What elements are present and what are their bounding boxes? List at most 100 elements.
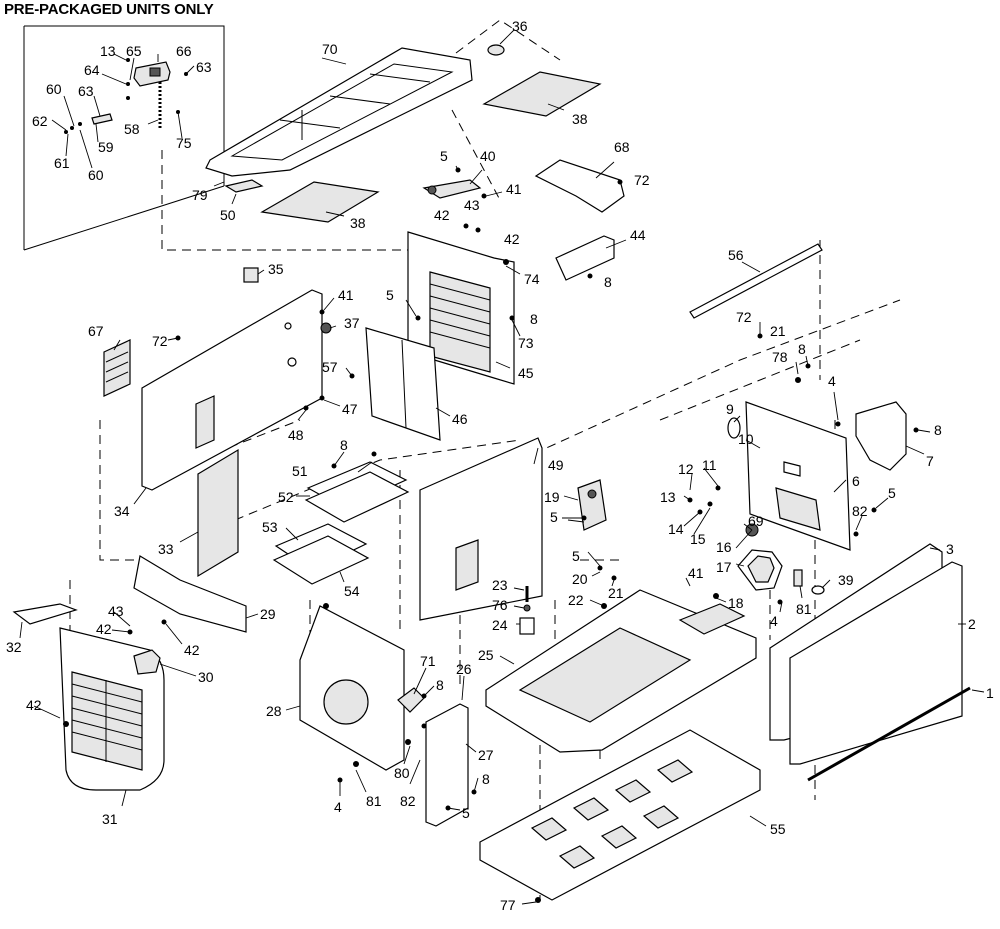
callout: 5 — [462, 805, 470, 821]
callout: 40 — [480, 148, 496, 164]
callout: 70 — [322, 41, 338, 57]
callout: 57 — [322, 359, 338, 375]
part-35-clip — [243, 267, 259, 283]
callout: 82 — [400, 793, 416, 809]
callout: 51 — [292, 463, 308, 479]
callout: 12 — [678, 461, 694, 477]
callout: 8 — [436, 677, 444, 693]
callout: 5 — [386, 287, 394, 303]
part-25-base — [485, 589, 757, 753]
callout: 42 — [96, 621, 112, 637]
part-45-door — [407, 231, 515, 385]
callout: 8 — [934, 422, 942, 438]
inset-callout: 63 — [196, 59, 212, 75]
callout: 52 — [278, 489, 294, 505]
callout: 21 — [770, 323, 786, 339]
diagram-header: PRE-PACKAGED UNITS ONLY — [4, 1, 214, 18]
callout: 25 — [478, 647, 494, 663]
callout: 8 — [482, 771, 490, 787]
inset-callout: 66 — [176, 43, 192, 59]
inset-callout: 61 — [54, 155, 70, 171]
callout: 42 — [184, 642, 200, 658]
callout: 14 — [668, 521, 684, 537]
inset-callout: 59 — [98, 139, 114, 155]
inset-callout: 64 — [84, 62, 100, 78]
callout: 81 — [796, 601, 812, 617]
callout: 56 — [728, 247, 744, 263]
callout: 42 — [434, 207, 450, 223]
callout: 43 — [108, 603, 124, 619]
part-2-panel — [789, 561, 963, 765]
callout: 9 — [726, 401, 734, 417]
part-39-cap — [811, 585, 825, 595]
inset-callout: 60 — [88, 167, 104, 183]
callout: 44 — [630, 227, 646, 243]
callout: 72 — [736, 309, 752, 325]
callout: 3 — [946, 541, 954, 557]
inset-callout: 60 — [46, 81, 62, 97]
callout: 11 — [702, 457, 717, 473]
callout: 42 — [504, 231, 520, 247]
callout: 7 — [926, 453, 934, 469]
callout: 8 — [530, 311, 538, 327]
callout: 23 — [492, 577, 508, 593]
part-29-skirt — [133, 555, 247, 633]
callout: 71 — [420, 653, 436, 669]
callout: 41 — [506, 181, 522, 197]
callout: 67 — [88, 323, 104, 339]
callout: 49 — [548, 457, 564, 473]
callout: 72 — [152, 333, 168, 349]
part-52-plate — [304, 471, 410, 523]
callout: 47 — [342, 401, 358, 417]
inset-frame — [23, 25, 225, 251]
callout: 19 — [544, 489, 560, 505]
callout: 77 — [500, 897, 516, 913]
part-76-washer — [523, 604, 531, 612]
inset-callout: 63 — [78, 83, 94, 99]
callout: 74 — [524, 271, 540, 287]
callout: 24 — [492, 617, 508, 633]
callout: 50 — [220, 207, 236, 223]
callout: 4 — [770, 613, 778, 629]
callout: 8 — [798, 341, 806, 357]
callout: 48 — [288, 427, 304, 443]
callout: 36 — [512, 18, 528, 34]
callout: 39 — [838, 572, 854, 588]
callout: 76 — [492, 597, 508, 613]
callout: 5 — [888, 485, 896, 501]
callout: 53 — [262, 519, 278, 535]
part-81-bracket-right — [793, 569, 803, 587]
callout: 46 — [452, 411, 468, 427]
callout: 17 — [716, 559, 732, 575]
inset-bracket-66 — [133, 61, 171, 87]
callout: 41 — [688, 565, 704, 581]
callout: 38 — [350, 215, 366, 231]
callout: 42 — [26, 697, 42, 713]
callout: 30 — [198, 669, 214, 685]
callout: 4 — [828, 373, 836, 389]
callout: 16 — [716, 539, 732, 555]
part-38-panel-top — [482, 71, 602, 117]
callout: 18 — [728, 595, 744, 611]
callout: 4 — [334, 799, 342, 815]
callout: 69 — [748, 513, 764, 529]
callout: 2 — [968, 616, 976, 632]
part-44-bracket — [555, 235, 615, 281]
part-26-panel — [425, 703, 469, 827]
part-30-cap — [133, 649, 161, 675]
callout: 80 — [394, 765, 410, 781]
callout: 68 — [614, 139, 630, 155]
callout: 5 — [550, 509, 558, 525]
part-24-spacer — [519, 617, 535, 635]
callout: 34 — [114, 503, 130, 519]
callout: 5 — [572, 548, 580, 564]
callout: 8 — [340, 437, 348, 453]
callout: 78 — [772, 349, 788, 365]
part-56-rail — [689, 243, 823, 319]
callout: 79 — [192, 187, 208, 203]
part-1-trim — [807, 686, 971, 782]
callout: 20 — [572, 571, 588, 587]
fastener-dots — [63, 58, 919, 903]
callout: 1 — [986, 685, 994, 701]
